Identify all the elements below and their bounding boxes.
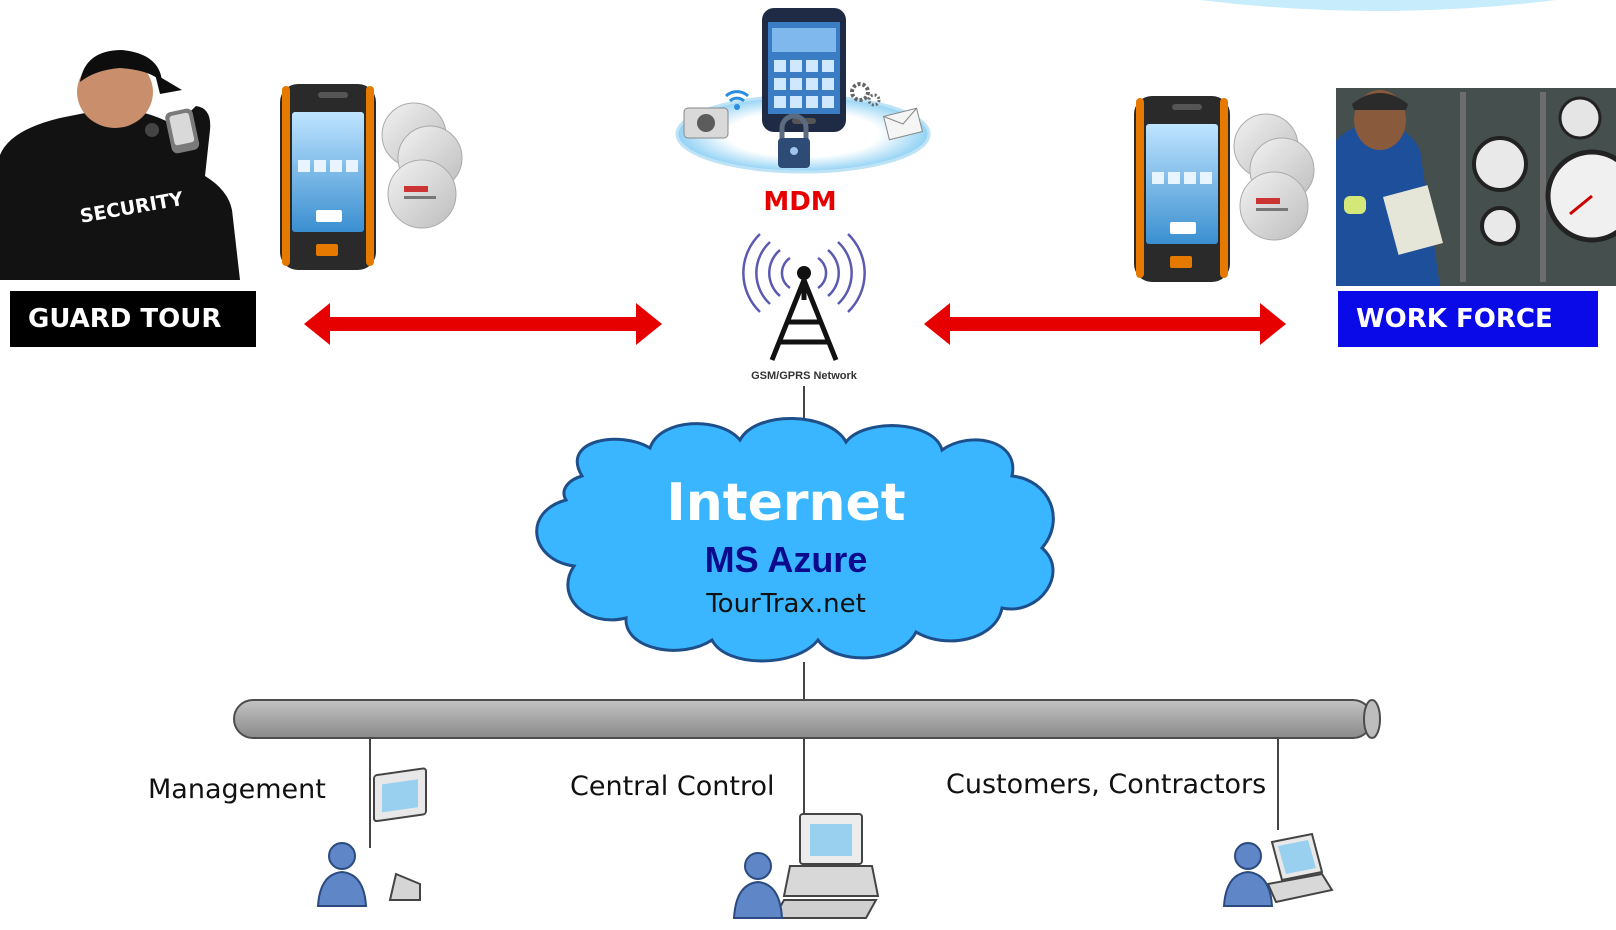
customers-label: Customers, Contractors — [946, 769, 1266, 800]
radio-tower-icon — [742, 233, 866, 361]
cloud-title: Internet — [666, 473, 905, 533]
work-force-photo — [1336, 88, 1616, 286]
rugged-phone-left — [280, 84, 376, 270]
user-workstation-icon — [732, 813, 880, 919]
cloud-subtitle: MS Azure — [705, 539, 868, 580]
network-bus — [233, 699, 1381, 739]
rugged-phone-right — [1134, 96, 1230, 282]
arrow-tower-to-workforce — [924, 303, 1286, 345]
user-desktop-icon — [316, 767, 427, 907]
network-label: GSM/GPRS Network — [751, 370, 858, 382]
cloud-url: TourTrax.net — [705, 589, 866, 619]
nfc-tags-left — [381, 102, 463, 229]
work-force-label: WORK FORCE — [1338, 291, 1598, 347]
decorative-arc — [1200, 0, 1556, 11]
internet-cloud — [535, 417, 1055, 663]
mdm-label: MDM — [763, 187, 836, 217]
user-laptop-icon — [1222, 832, 1334, 907]
central-control-label: Central Control — [570, 771, 775, 802]
management-label: Management — [148, 774, 326, 805]
mdm-smartphone-group — [675, 8, 931, 174]
nfc-tags-right — [1233, 113, 1315, 241]
security-guard-photo: SECURITY — [0, 50, 240, 280]
arrow-guard-to-tower — [304, 303, 662, 345]
guard-tour-label: GUARD TOUR — [10, 291, 256, 347]
